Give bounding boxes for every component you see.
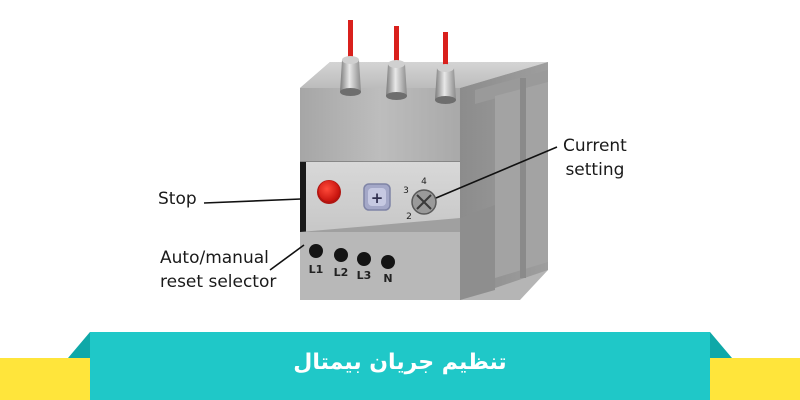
stop-label: Stop [158,189,197,209]
terminal-label-l1: L1 [309,263,324,276]
terminal-label-l3: L3 [357,269,372,282]
terminal-label-n: N [383,272,392,285]
auto-manual-label: Auto/manual reset selector [160,246,276,294]
bottom-banner [0,332,800,400]
reset-leader-line [269,244,305,271]
current-setting-label: Current setting [563,134,627,182]
reset-selector[interactable]: + [363,183,391,211]
dial-mark-2: 2 [406,212,412,222]
stop-leader-line [203,198,302,204]
terminal-1 [340,20,361,96]
dial-mark-3: 3 [403,186,409,196]
current-setting-label-line1: Current [563,136,627,156]
svg-text:+: + [371,189,384,207]
stop-button[interactable] [317,180,341,204]
terminal-label-l2: L2 [334,266,349,279]
indicator-holes [309,244,395,269]
current-setting-label-line2: setting [565,160,625,180]
auto-manual-label-line1: Auto/manual [160,248,269,268]
banner-title: تنظیم جریان بیمتال [293,350,507,375]
auto-manual-label-line2: reset selector [160,272,277,292]
dial-mark-4: 4 [421,177,427,187]
current-setting-dial[interactable] [411,189,437,215]
relay-front-face [300,88,460,162]
current-leader-line [435,146,558,199]
relay-top-face [300,62,548,88]
terminal-2 [386,26,407,100]
terminal-3 [435,32,456,104]
